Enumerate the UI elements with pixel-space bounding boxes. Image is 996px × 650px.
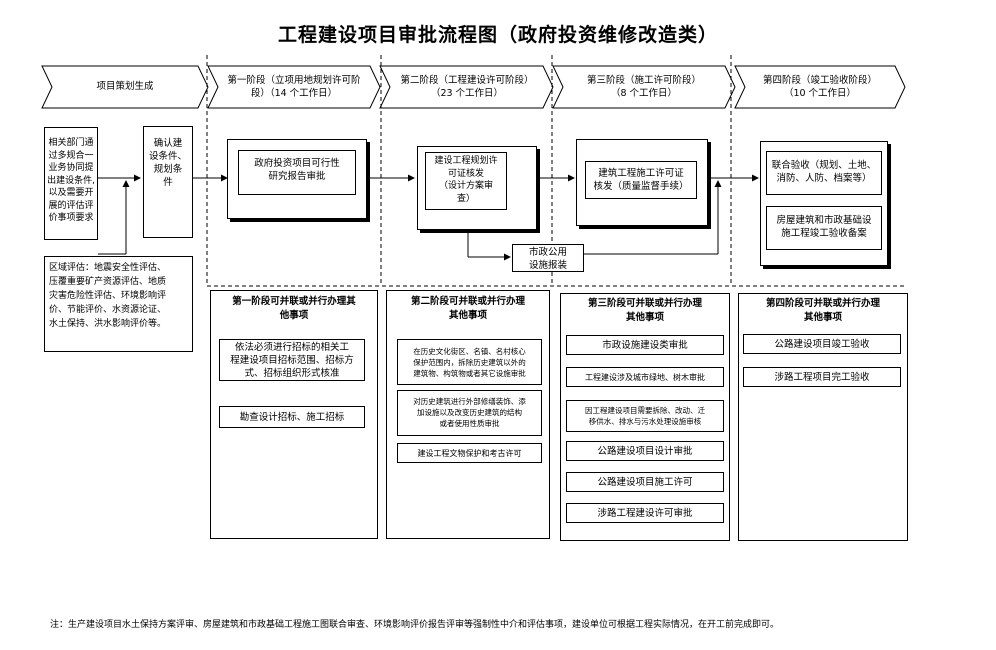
- muni-line-1: 市政公用: [528, 247, 567, 258]
- p3-road-design-box: 公路建设项目设计审批: [566, 441, 724, 461]
- stage-1-line1: 第一阶段（立项用地规划许可阶: [227, 75, 361, 86]
- stage-1-line2: 段）（14 个工作日）: [250, 88, 338, 99]
- p3c-line-2: 移供水、排水与污水处理设施审核: [588, 417, 702, 426]
- stage2-planning-permit-box: 建设工程规划许 可证核发 （设计方案审 查）: [425, 152, 507, 210]
- stage-banner-3: [552, 65, 736, 109]
- s1-line-2: 研究报告审批: [268, 171, 326, 182]
- p1a-line-2: 程建设项目招标范围、招标方: [230, 355, 354, 366]
- region-line-2: 压覆重要矿产资源评估、地质: [49, 277, 167, 287]
- p2-historic-district-box: 在历史文化街区、名镇、名村核心 保护范围内，拆除历史建筑以外的 建筑物、构筑物或…: [397, 339, 542, 385]
- p2a-line-3: 建筑物、构筑物或者其它设施审批: [413, 369, 526, 378]
- municipal-utility-box: 市政公用 设施报装: [512, 244, 584, 272]
- p1-heading-2: 他事项: [279, 310, 309, 321]
- s1-line-1: 政府投资项目可行性: [254, 158, 340, 169]
- stage-1-label: 第一阶段（立项用地规划许可阶 段）（14 个工作日）: [214, 74, 374, 100]
- stage-4-line1: 第四阶段（竣工验收阶段）: [762, 75, 877, 86]
- p3-municipal-approval-box: 市政设施建设类审批: [566, 335, 724, 355]
- p1a-line-1: 依法必须进行招标的相关工: [234, 342, 349, 353]
- parallel-stage4-heading: 第四阶段可并联或并行办理 其他事项: [740, 297, 906, 325]
- p2-historic-building-box: 对历史建筑进行外部修缮装饰、添 加设施以及改变历史建筑的结构 或者使用性质审批: [397, 390, 542, 436]
- parallel-stage2-heading: 第二阶段可并联或并行办理 其他事项: [388, 295, 548, 323]
- stage1-feasibility-box: 政府投资项目可行性 研究报告审批: [238, 150, 356, 195]
- dept-line-6: 展的评估评: [48, 200, 94, 211]
- dept-line-7: 价事项要求: [48, 213, 94, 223]
- confirm-line-2: 设条件、: [148, 151, 187, 162]
- stage-banner-0: [41, 65, 209, 109]
- regional-assessment-box: 区域评估：地震安全性评估、 压覆重要矿产资源评估、地质 灾害危险性评估、环境影响…: [44, 256, 193, 352]
- p2b-line-2: 加设施以及改变历史建筑的结构: [417, 408, 522, 417]
- stage-2-line2: （23 个工作日）: [430, 88, 504, 99]
- p4-road-related-acceptance-box: 涉路工程项目完工验收: [743, 367, 901, 387]
- stage4-joint-acceptance-box: 联合验收（规划、土地、 消防、人防、档案等）: [766, 151, 882, 195]
- p3c-line-1: 因工程建设项目需要拆除、改动、迁: [585, 406, 705, 415]
- stage-2-line1: 第二阶段（工程建设许可阶段）: [400, 75, 534, 86]
- p1-survey-tender-box: 勘查设计招标、施工招标: [219, 406, 365, 428]
- s4a-line-2: 消防、人防、档案等）: [776, 173, 872, 184]
- dept-line-1: 相关部门通: [48, 138, 94, 148]
- page-title: 工程建设项目审批流程图（政府投资维修改造类）: [277, 24, 718, 46]
- stage-4-label: 第四阶段（竣工验收阶段） （10 个工作日）: [740, 74, 900, 100]
- confirm-line-3: 规划条: [153, 164, 183, 175]
- dept-line-3: 业务协同提: [48, 163, 94, 173]
- confirm-conditions-box: 确认建 设条件、 规划条 件: [143, 126, 193, 238]
- stage4-filing-box: 房屋建筑和市政基础设 施工程竣工验收备案: [766, 206, 882, 250]
- stage-3-line1: 第三阶段（施工许可阶段）: [586, 75, 701, 86]
- region-line-3: 灾害危险性评估、环境影响评: [49, 291, 167, 301]
- p2a-line-2: 保护范围内，拆除历史建筑以外的: [413, 358, 526, 367]
- stage-banner-2: [379, 65, 554, 109]
- dept-line-2: 过多规合一: [48, 150, 94, 161]
- s4b-line-2: 施工程竣工验收备案: [781, 228, 867, 239]
- p3-heading-2: 其他事项: [625, 312, 664, 323]
- s2-line-2: 可证核发: [447, 168, 484, 179]
- p2-heading-1: 第二阶段可并联或并行办理: [410, 296, 525, 307]
- p2b-line-3: 或者使用性质审批: [439, 419, 500, 428]
- s2-line-3: （设计方案审: [438, 181, 493, 191]
- p2-cultural-relic-box: 建设工程文物保护和考古许可: [397, 443, 542, 463]
- s2-line-1: 建设工程规划许: [434, 156, 498, 166]
- stage3-construction-permit-box: 建筑工程施工许可证 核发（质量监督手续）: [585, 161, 697, 199]
- p1-heading-1: 第一阶段可并联或并行办理其: [232, 296, 356, 307]
- confirm-line-4: 件: [163, 177, 173, 188]
- stage-banner-4: [734, 65, 906, 109]
- stage-banner-1: [207, 65, 381, 109]
- stage-3-line2: （8 个工作日）: [610, 88, 678, 99]
- p4-road-acceptance-box: 公路建设项目竣工验收: [743, 334, 901, 354]
- footnote: 注：生产建设项目水土保持方案评审、房屋建筑和市政基础工程施工图联合审查、环境影响…: [50, 620, 780, 630]
- dept-line-5: 以及需要开: [48, 188, 94, 198]
- parallel-stage1-heading: 第一阶段可并联或并行办理其 他事项: [212, 295, 376, 323]
- p2b-line-1: 对历史建筑进行外部修缮装饰、添: [413, 397, 526, 406]
- p4-heading-2: 其他事项: [803, 312, 842, 323]
- p3-road-related-box: 涉路工程建设许可审批: [566, 503, 724, 523]
- p3-heading-1: 第三阶段可并联或并行办理: [587, 298, 702, 309]
- parallel-stage3-heading: 第三阶段可并联或并行办理 其他事项: [562, 297, 728, 325]
- stage-2-label: 第二阶段（工程建设许可阶段） （23 个工作日）: [388, 74, 546, 100]
- stage-4-line2: （10 个工作日）: [783, 88, 857, 99]
- p3-green-space-box: 工程建设涉及城市绿地、树木审批: [566, 367, 724, 387]
- p2-heading-2: 其他事项: [448, 310, 487, 321]
- s3-line-1: 建筑工程施工许可证: [598, 168, 684, 179]
- s2-line-4: 查）: [456, 193, 475, 204]
- region-line-1: 区域评估：地震安全性评估、: [49, 263, 167, 273]
- stage-3-label: 第三阶段（施工许可阶段） （8 个工作日）: [560, 74, 728, 100]
- p1a-line-3: 式、招标组织形式核准: [244, 368, 340, 379]
- region-line-4: 价、节能评价、水资源论证、: [49, 305, 167, 315]
- s3-line-2: 核发（质量监督手续）: [593, 181, 689, 192]
- dept-line-4: 出建设条件,: [47, 175, 95, 186]
- region-line-5: 水土保持、洪水影响评价等。: [49, 319, 167, 329]
- p3-road-construction-box: 公路建设项目施工许可: [566, 472, 724, 492]
- p2a-line-1: 在历史文化街区、名镇、名村核心: [413, 347, 526, 356]
- confirm-line-1: 确认建: [153, 138, 183, 149]
- s4a-line-1: 联合验收（规划、土地、: [771, 160, 877, 171]
- p3-water-facility-box: 因工程建设项目需要拆除、改动、迁 移供水、排水与污水处理设施审核: [566, 400, 724, 432]
- p1-tender-approval-box: 依法必须进行招标的相关工 程建设项目招标范围、招标方 式、招标组织形式核准: [219, 339, 365, 381]
- dept-coordination-box: 相关部门通 过多规合一 业务协同提 出建设条件, 以及需要开 展的评估评 价事项…: [44, 127, 98, 240]
- p4-heading-1: 第四阶段可并联或并行办理: [765, 298, 880, 309]
- stage-0-label: 项目策划生成: [96, 81, 154, 92]
- muni-line-2: 设施报装: [528, 260, 567, 271]
- s4b-line-1: 房屋建筑和市政基础设: [776, 215, 872, 226]
- parallel-stage4-panel: [738, 293, 908, 541]
